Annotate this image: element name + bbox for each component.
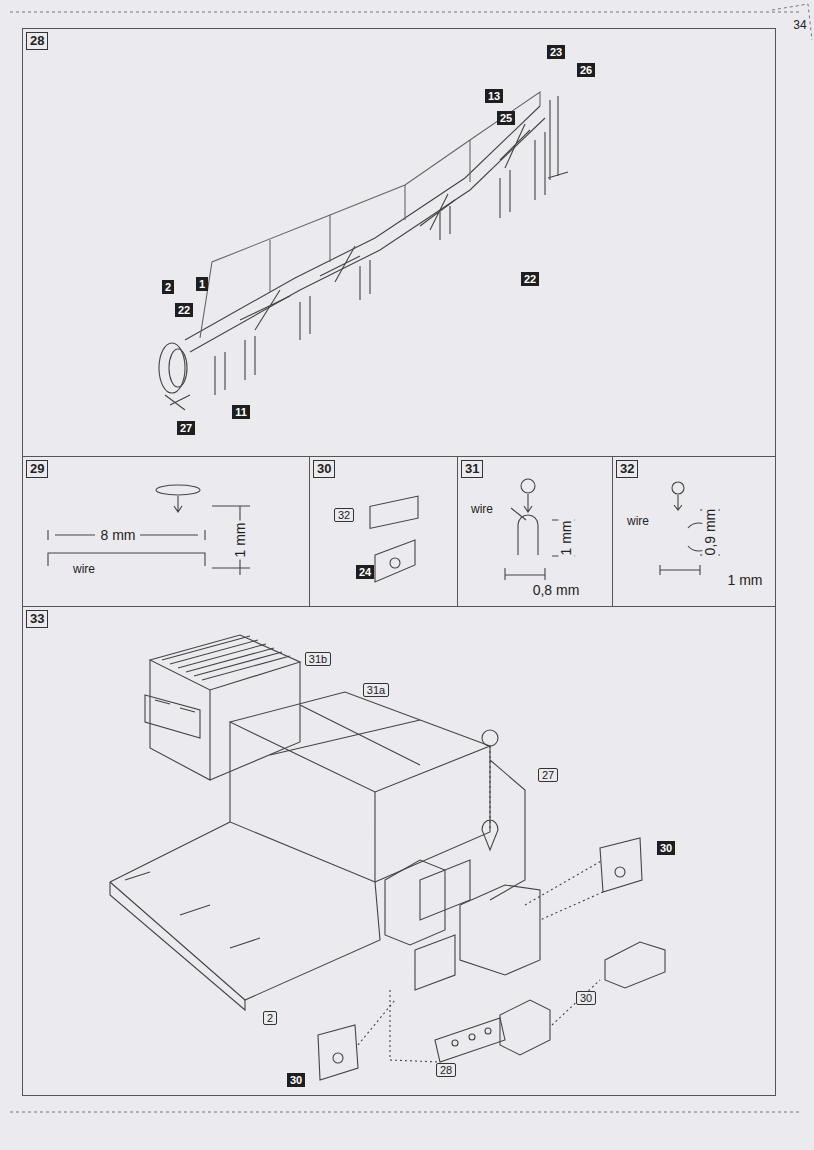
line-art (169, 349, 187, 387)
line-art (165, 395, 190, 410)
line-art (460, 885, 540, 975)
step-number: 30 (313, 460, 335, 478)
line-art (485, 1028, 491, 1034)
line-art (370, 496, 418, 528)
line-art (772, 4, 812, 40)
callout-number: 2 (162, 280, 174, 295)
line-art (385, 860, 445, 945)
callout-number: 22 (521, 272, 539, 287)
dimension-label: 0,9 mm (702, 507, 718, 558)
dimension-label: 8 mm (99, 527, 138, 543)
line-art (452, 1040, 458, 1046)
line-art (212, 506, 250, 575)
vehicle-drawing (110, 635, 665, 1080)
line-art (190, 118, 545, 352)
dimension-label: wire (625, 515, 651, 529)
line-art (390, 558, 400, 568)
callout-number: 31b (305, 652, 331, 667)
callout-number: 30 (576, 991, 596, 1006)
line-art (10, 12, 800, 1112)
callout-number: 27 (538, 768, 558, 783)
callout-number: 26 (577, 63, 595, 78)
callout-number: 24 (356, 565, 374, 580)
step-number: 32 (616, 460, 638, 478)
line-art (125, 872, 260, 948)
step-number: 28 (26, 32, 48, 50)
line-art (524, 494, 532, 512)
dimension-label: wire (469, 503, 495, 517)
line-art (240, 124, 530, 330)
callout-number: 11 (232, 405, 250, 420)
line-art (489, 746, 490, 830)
callout-number: 2 (263, 1011, 277, 1026)
line-art (230, 722, 490, 882)
line-art (375, 540, 415, 582)
step-number: 33 (26, 610, 48, 628)
line-art (318, 1025, 358, 1080)
line-art (390, 990, 440, 1062)
line-art (615, 867, 625, 877)
line-art (230, 692, 490, 792)
line-art (150, 660, 300, 780)
line-art (174, 496, 182, 512)
callout-number: 31a (363, 683, 389, 698)
dimension-label: 34 (791, 19, 808, 33)
line-art (674, 495, 682, 510)
line-art (415, 935, 455, 990)
step-panel: 30 (309, 456, 458, 607)
callout-number: 30 (287, 1073, 305, 1088)
line-art (521, 479, 535, 493)
dimension-label: 1 mm (726, 572, 765, 588)
line-art (185, 106, 540, 340)
callout-number: 13 (485, 89, 503, 104)
line-art (490, 760, 525, 900)
dimension-label: 1 mm (558, 519, 574, 558)
step-panel: 29 (22, 456, 310, 607)
step-number: 31 (461, 460, 483, 478)
step-panel: 28 (22, 28, 776, 457)
line-art (156, 485, 200, 495)
line-art (482, 730, 498, 746)
line-art (605, 942, 665, 988)
dimension-label: 0,8 mm (531, 582, 582, 598)
callout-number: 25 (497, 111, 515, 126)
callout-number: 30 (657, 841, 675, 856)
line-art (215, 132, 545, 395)
callout-number: 23 (547, 45, 565, 60)
line-art (145, 695, 200, 738)
rack-drawing (159, 92, 568, 410)
dimension-label: wire (71, 563, 97, 577)
sheet-edge (10, 4, 812, 1112)
wire-drawings (48, 479, 720, 582)
callout-number: 22 (175, 303, 193, 318)
callout-number: 28 (436, 1063, 456, 1078)
line-art (110, 822, 380, 1000)
line-art (511, 508, 526, 520)
line-art (333, 1053, 343, 1063)
callout-number: 27 (177, 421, 195, 436)
line-art (600, 838, 642, 892)
line-art (435, 1018, 505, 1062)
callout-number: 32 (334, 508, 354, 523)
line-art (162, 636, 290, 680)
line-art (525, 860, 603, 920)
line-art (200, 92, 540, 338)
line-art (518, 515, 538, 555)
line-art (552, 980, 600, 1025)
line-art (672, 482, 684, 494)
line-art (469, 1034, 475, 1040)
line-art (548, 96, 568, 180)
callout-number: 1 (196, 277, 208, 292)
line-art (150, 635, 300, 690)
line-art (110, 882, 245, 1010)
line-art (482, 820, 498, 850)
dimension-label: 1 mm (232, 521, 248, 560)
step-number: 29 (26, 460, 48, 478)
line-art (500, 1000, 550, 1055)
